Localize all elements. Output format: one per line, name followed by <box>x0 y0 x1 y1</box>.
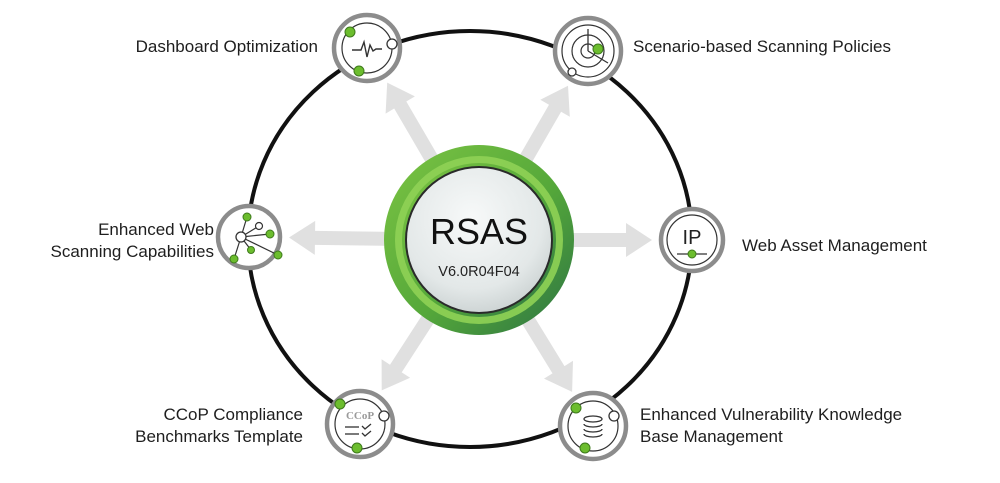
feature-icon-vuln-kb[interactable] <box>557 390 629 462</box>
center-version: V6.0R04F04 <box>438 264 519 280</box>
center-hub: RSAS V6.0R04F04 <box>384 145 574 335</box>
ip-icon: IP <box>677 227 707 259</box>
arrow-to-vuln-kb <box>514 304 573 392</box>
network-nodes-icon <box>229 212 283 264</box>
ccop-checklist-icon: CCoP <box>345 410 374 437</box>
database-icon <box>583 415 603 438</box>
feature-label-scenario: Scenario-based Scanning Policies <box>633 37 891 56</box>
feature-icon-web-asset[interactable]: IP <box>658 206 726 274</box>
feature-label-web-scanning: Enhanced Web Scanning Capabilities <box>50 220 215 261</box>
arrow-to-dashboard <box>385 82 445 175</box>
svg-text:CCoP: CCoP <box>346 410 374 422</box>
radar-icon <box>561 24 615 78</box>
feature-icon-ccop[interactable]: CCoP <box>324 388 396 460</box>
arrow-to-ccop <box>381 303 442 391</box>
arrow-to-web-asset <box>559 223 652 257</box>
arrows <box>289 82 652 392</box>
arrow-to-scenario <box>512 85 570 175</box>
feature-label-vuln-kb: Enhanced Vulnerability Knowledge Base Ma… <box>640 405 903 446</box>
center-title: RSAS <box>430 211 528 252</box>
feature-icon-scenario[interactable] <box>552 15 624 87</box>
feature-icon-web-scanning[interactable] <box>215 203 283 271</box>
arrow-to-web-scanning <box>289 220 400 255</box>
feature-label-dashboard: Dashboard Optimization <box>135 37 318 56</box>
pulse-icon <box>352 39 382 58</box>
svg-text:IP: IP <box>683 227 702 249</box>
feature-label-ccop: CCoP Compliance Benchmarks Template <box>135 405 303 446</box>
feature-label-web-asset: Web Asset Management <box>742 236 927 255</box>
feature-icon-dashboard[interactable] <box>331 12 403 84</box>
